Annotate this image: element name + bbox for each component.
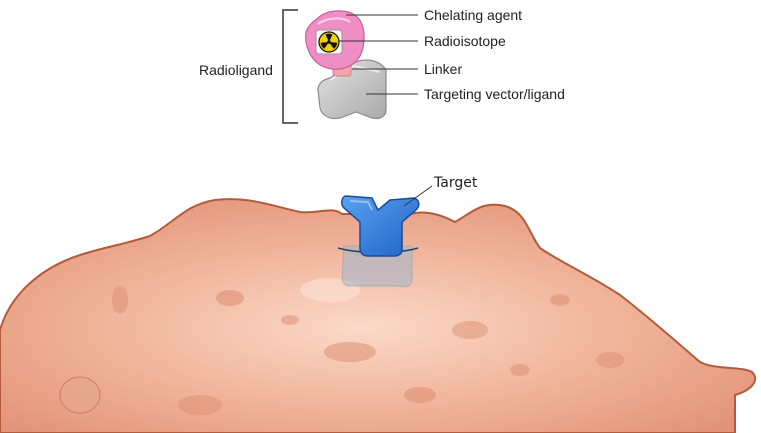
cell-texture — [452, 321, 488, 339]
targeting-vector-shape — [317, 59, 387, 120]
radiation-trefoil-icon — [318, 31, 340, 53]
cell-texture — [59, 376, 101, 414]
cell-texture — [550, 294, 570, 306]
target-highlight — [349, 200, 373, 211]
radioligand-molecule — [305, 10, 387, 120]
cell-texture — [404, 387, 436, 403]
cell-texture — [178, 395, 222, 415]
cell-membrane — [0, 198, 757, 433]
cell-texture — [324, 342, 376, 362]
cell-texture — [596, 352, 624, 368]
target-leader-line — [403, 185, 433, 207]
radioligand-bracket — [282, 9, 298, 124]
target-label: Target — [434, 175, 478, 191]
target-head — [341, 195, 420, 257]
cell-texture — [216, 290, 244, 306]
targeting-vector-label: Targeting vector/ligand — [424, 86, 565, 102]
cell-texture — [510, 364, 530, 376]
cell-texture — [112, 286, 128, 314]
target-receptor — [337, 195, 420, 288]
chelating-agent-label: Chelating agent — [424, 7, 523, 23]
cell-texture — [281, 315, 299, 325]
radioisotope-label: Radioisotope — [424, 33, 506, 49]
radioligand-label: Radioligand — [199, 62, 273, 78]
linker-label: Linker — [424, 61, 463, 77]
